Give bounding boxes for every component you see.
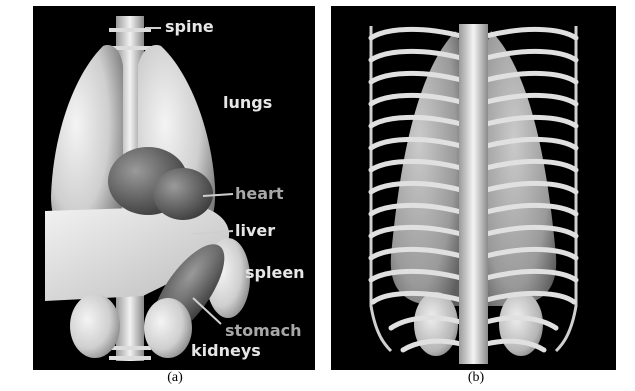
left-kidney-shape bbox=[414, 292, 458, 356]
spine-shape bbox=[459, 24, 488, 364]
caption-b: (b) bbox=[456, 370, 496, 386]
left-kidney-shape bbox=[70, 294, 120, 358]
heart-lower-shape bbox=[153, 168, 213, 220]
organ-model-image: spine lungs heart liver spleen stomach k… bbox=[33, 6, 315, 370]
caption-a: (a) bbox=[155, 370, 195, 386]
label-kidneys: kidneys bbox=[191, 341, 261, 360]
ribcage-model-panel bbox=[331, 6, 616, 370]
organ-model-panel: spine lungs heart liver spleen stomach k… bbox=[33, 6, 315, 370]
label-spleen: spleen bbox=[245, 263, 305, 282]
ribcage-model-image bbox=[331, 6, 616, 370]
label-lungs: lungs bbox=[223, 93, 272, 112]
label-liver: liver bbox=[235, 221, 275, 240]
label-stomach: stomach bbox=[225, 321, 302, 340]
label-heart: heart bbox=[235, 184, 284, 203]
right-kidney-shape bbox=[144, 298, 192, 358]
label-spine: spine bbox=[165, 17, 214, 36]
